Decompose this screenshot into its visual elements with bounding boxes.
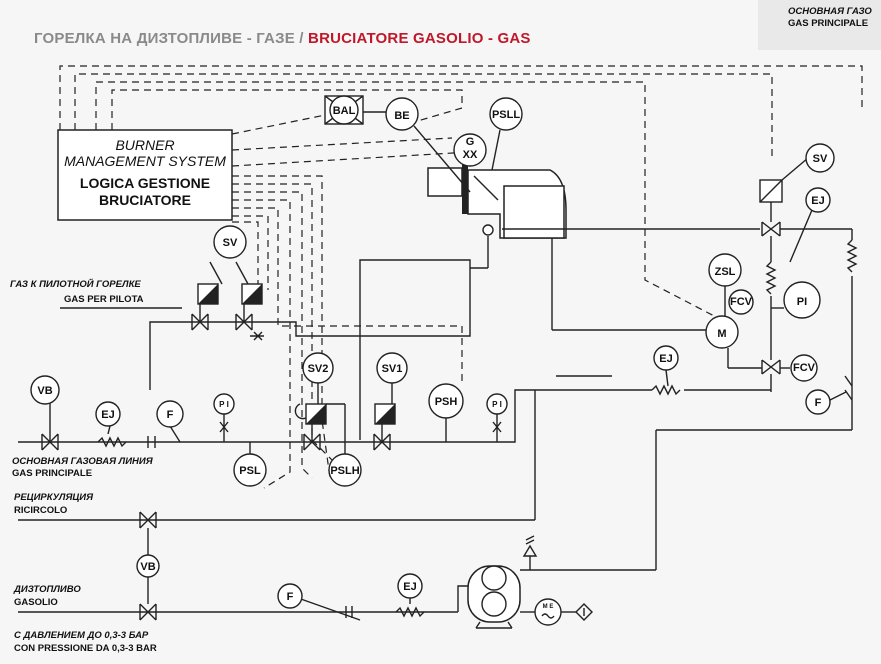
main-gas-label-ru: ОСНОВНАЯ ГАЗОВАЯ ЛИНИЯ bbox=[12, 456, 154, 467]
diesel-label-ru: ДИЗТОПЛИВО bbox=[13, 584, 81, 595]
psh-tag: PSH bbox=[435, 396, 458, 408]
bms-line2: MANAGEMENT SYSTEM bbox=[64, 153, 226, 169]
main-vb-tag: VB bbox=[37, 385, 52, 397]
bms-box: BURNER MANAGEMENT SYSTEM LOGICA GESTIONE… bbox=[57, 129, 233, 221]
sv2-tag: SV2 bbox=[308, 363, 329, 375]
main-ej-tag: EJ bbox=[101, 409, 114, 421]
psl-tag: PSL bbox=[239, 465, 261, 477]
right-sv-tag: SV bbox=[813, 153, 828, 165]
pressure-label-it: CON PRESSIONE DA 0,3-3 BAR bbox=[14, 643, 157, 654]
bms-line1: BURNER bbox=[115, 137, 174, 153]
right-f-tag: F bbox=[815, 397, 822, 409]
title-russian: ГОРЕЛКА НА ДИЗТОПЛИВЕ - ГАЗЕ bbox=[34, 30, 295, 47]
bms-line4: BRUCIATORE bbox=[99, 192, 191, 208]
right-fcv-tag: FCV bbox=[793, 362, 816, 374]
pressure-label-ru: С ДАВЛЕНИЕМ ДО 0,3-3 БАР bbox=[14, 630, 149, 641]
pilot-gas-line: SV bbox=[149, 225, 471, 440]
signal-lines bbox=[59, 65, 863, 489]
title-italian: BRUCIATORE GASOLIO - GAS bbox=[308, 30, 531, 47]
diesel-label-it: GASOLIO bbox=[14, 597, 58, 608]
recirc-label-ru: РЕЦИРКУЛЯЦИЯ bbox=[14, 492, 94, 503]
bms-line3: LOGICA GESTIONE bbox=[80, 175, 210, 191]
motor-me-tag: M E bbox=[543, 604, 554, 610]
sv1-tag: SV1 bbox=[382, 363, 403, 375]
pslh-tag: PSLH bbox=[330, 465, 359, 477]
main-pi2-tag: P I bbox=[492, 400, 502, 409]
g-tag: G bbox=[466, 136, 475, 148]
pilot-label-it: GAS PER PILOTA bbox=[64, 294, 144, 305]
main-gas-line: VB EJ F P I PSL bbox=[18, 352, 535, 487]
right-pi-tag: PI bbox=[797, 296, 807, 308]
diesel-vb-tag: VB bbox=[140, 561, 155, 573]
right-side-equipment: SV EJ F PI FCV bbox=[534, 143, 858, 571]
corner-caption-box: ОСНОВНАЯ ГАЗО GAS PRINCIPALE bbox=[758, 0, 881, 50]
title-separator: / bbox=[299, 30, 304, 47]
diesel-f-tag: F bbox=[287, 591, 294, 603]
diesel-ej-tag: EJ bbox=[403, 581, 416, 593]
psll-tag: PSLL bbox=[492, 109, 520, 121]
corner-caption-ru: ОСНОВНАЯ ГАЗО bbox=[788, 6, 872, 17]
motor-tag: M bbox=[717, 328, 726, 340]
recirc-label-it: RICIRCOLO bbox=[14, 505, 67, 516]
main-f-tag: F bbox=[167, 409, 174, 421]
pilot-label-ru: ГАЗ К ПИЛОТНОЙ ГОРЕЛКЕ bbox=[10, 278, 141, 290]
recirc-diesel-lines: VB F EJ M E bbox=[18, 511, 593, 629]
burner: BAL BE PSLL G XX bbox=[324, 95, 760, 331]
main-pi-tag: P I bbox=[219, 400, 229, 409]
zsl-tag: ZSL bbox=[715, 266, 736, 278]
corner-caption-it: GAS PRINCIPALE bbox=[788, 18, 869, 29]
xx-tag: XX bbox=[463, 149, 478, 161]
left-labels: ГАЗ К ПИЛОТНОЙ ГОРЕЛКЕ GAS PER PILOTA ОС… bbox=[10, 278, 182, 654]
main-gas-label-it: GAS PRINCIPALE bbox=[12, 468, 92, 479]
return-ej-tag: EJ bbox=[659, 353, 672, 365]
pilot-sv-tag: SV bbox=[223, 237, 238, 249]
right-ej-tag: EJ bbox=[811, 195, 824, 207]
diagram-title: ГОРЕЛКА НА ДИЗТОПЛИВЕ - ГАЗЕ / BRUCIATOR… bbox=[34, 30, 531, 47]
mid-fcv-tag: FCV bbox=[730, 296, 753, 308]
bal-tag: BAL bbox=[333, 105, 356, 117]
be-tag: BE bbox=[394, 110, 409, 122]
